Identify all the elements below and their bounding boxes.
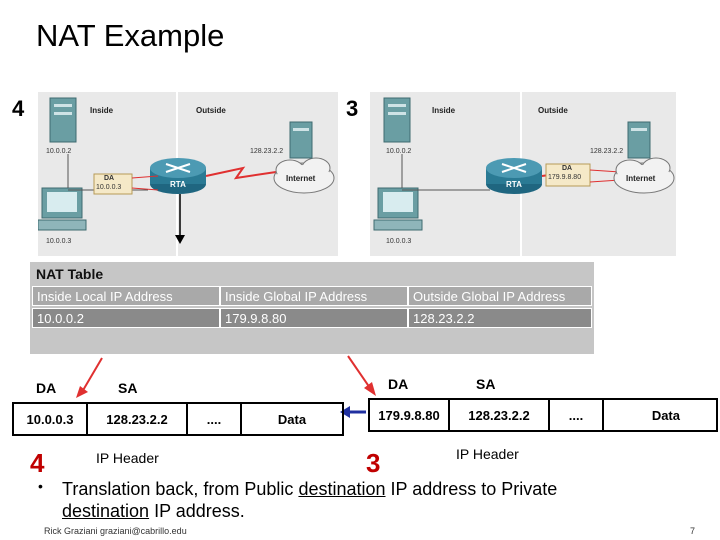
internet-label: Internet — [626, 174, 656, 183]
left-step-label: 4 — [12, 96, 25, 121]
page-title: NAT Example — [36, 18, 225, 53]
inside-label: Inside — [90, 106, 114, 115]
right-diagram-graphics — [370, 92, 676, 256]
server-icon — [49, 97, 77, 143]
right-packet-da-label: DA — [388, 376, 409, 392]
da-packet-icon — [545, 163, 591, 187]
nat-table-cell: 179.9.8.80 — [220, 308, 408, 328]
bullet-icon: • — [38, 478, 43, 494]
left-packet-da-label: DA — [36, 380, 57, 396]
nat-table-title: NAT Table — [36, 266, 104, 282]
bullet-text: Translation back, from Public destinatio… — [62, 478, 672, 522]
router-label: RTA — [506, 180, 522, 189]
host-ip: 10.0.0.3 — [386, 238, 412, 245]
bullet-text-part: IP address. — [149, 501, 245, 521]
router-label: RTA — [170, 180, 186, 189]
server-ip: 128.23.2.2 — [250, 148, 284, 155]
left-diagram-graphics — [38, 92, 338, 256]
bullet-text-part: IP address to Private — [385, 479, 558, 499]
da-value: 10.0.0.3 — [96, 184, 122, 191]
bullet-underlined-word: destination — [298, 479, 386, 499]
host-ip: 10.0.0.2 — [46, 148, 72, 155]
nat-table-header: Inside Global IP Address — [220, 286, 408, 306]
router-icon — [150, 158, 206, 194]
router-icon — [486, 158, 542, 194]
packet-field-data: Data — [240, 402, 344, 436]
right-network-diagram: Inside Outside 10.0.0.2 10.0.0.3 128.23.… — [370, 92, 676, 256]
nat-table-header-row: Inside Local IP Address Inside Global IP… — [32, 286, 592, 306]
server-icon — [289, 121, 313, 159]
host-ip: 10.0.0.3 — [46, 238, 72, 245]
page-number: 7 — [690, 526, 696, 536]
packet-field-options: .... — [548, 398, 604, 432]
bullet-text-part: Translation back, from Public — [62, 479, 299, 499]
host-ip: 10.0.0.2 — [386, 148, 412, 155]
footer-author: Rick Graziani graziani@cabrillo.edu — [44, 526, 187, 536]
server-icon — [383, 97, 411, 143]
server-ip: 128.23.2.2 — [590, 148, 624, 155]
left-packet-sa-label: SA — [118, 380, 138, 396]
nat-table-header: Outside Global IP Address — [408, 286, 592, 306]
left-packet: 10.0.0.3 128.23.2.2 .... Data — [12, 402, 344, 436]
right-packet: 179.9.8.80 128.23.2.2 .... Data — [368, 398, 718, 432]
nat-table: NAT Table Inside Local IP Address Inside… — [30, 262, 594, 354]
packet-field-data: Data — [602, 398, 718, 432]
right-ip-header-label: IP Header — [456, 446, 519, 462]
right-packet-step: 3 — [366, 448, 381, 478]
table-row: 10.0.0.2 179.9.8.80 128.23.2.2 — [32, 308, 592, 328]
right-red-arrow — [347, 355, 376, 396]
server-icon — [627, 121, 651, 159]
outside-label: Outside — [196, 106, 226, 115]
da-packet-icon — [93, 173, 133, 195]
packet-field-da: 179.9.8.80 — [368, 398, 450, 432]
cloud-icon — [613, 157, 675, 194]
da-label: DA — [104, 175, 115, 182]
left-network-diagram: Inside Outside 10.0.0.2 10.0.0.3 128.23.… — [38, 92, 338, 256]
outside-label: Outside — [538, 106, 568, 115]
left-red-arrow — [76, 357, 103, 398]
right-packet-sa-label: SA — [476, 376, 496, 392]
cloud-icon — [273, 157, 335, 194]
packet-field-options: .... — [186, 402, 242, 436]
nat-table-cell: 10.0.0.2 — [32, 308, 220, 328]
packet-field-sa: 128.23.2.2 — [448, 398, 550, 432]
bullet-underlined-word: destination — [62, 501, 150, 521]
left-packet-step: 4 — [30, 448, 45, 478]
internet-label: Internet — [286, 174, 316, 183]
packet-field-sa: 128.23.2.2 — [86, 402, 188, 436]
wan-link — [205, 166, 277, 180]
da-label: DA — [562, 165, 573, 172]
right-step-label: 3 — [346, 96, 359, 121]
da-value: 179.9.8.80 — [548, 174, 582, 181]
pc-icon — [373, 187, 423, 231]
nat-table-header: Inside Local IP Address — [32, 286, 220, 306]
packet-field-da: 10.0.0.3 — [12, 402, 88, 436]
nat-table-cell: 128.23.2.2 — [408, 308, 592, 328]
left-ip-header-label: IP Header — [96, 450, 159, 466]
inside-label: Inside — [432, 106, 456, 115]
pc-icon — [38, 187, 87, 231]
